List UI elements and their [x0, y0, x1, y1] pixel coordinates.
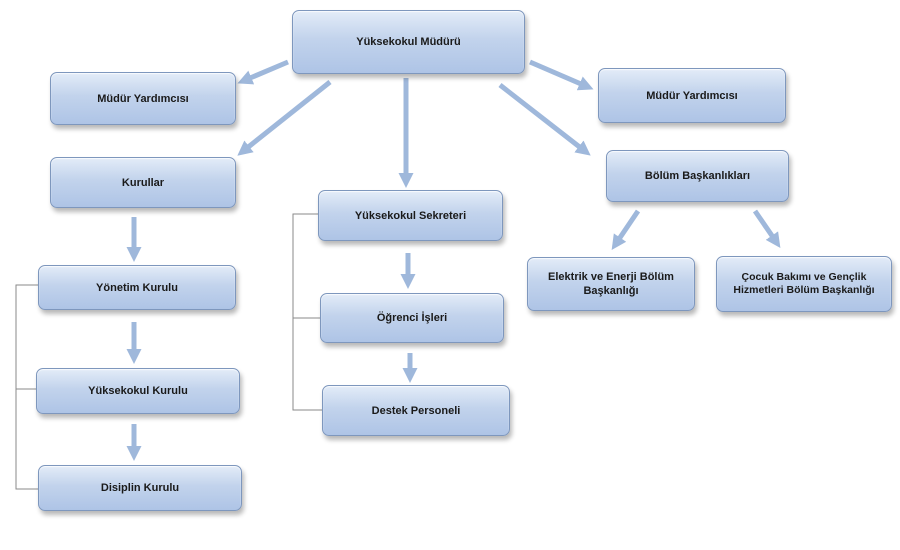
- student-affairs-box: Öğrenci İşleri: [320, 293, 504, 343]
- support-staff-label: Destek Personeli: [371, 404, 461, 417]
- support-staff-box: Destek Personeli: [322, 385, 510, 436]
- arrow-to-boards: [237, 80, 332, 156]
- childcare-dept-label: Çocuk Bakımı ve Gençlik Hizmetleri Bölüm…: [733, 271, 875, 296]
- discipline-board-label: Disiplin Kurulu: [100, 482, 180, 494]
- arrow-to-deputy-right: [529, 59, 594, 91]
- arrow-to-childcare-dept: [752, 209, 781, 248]
- childcare-dept-box: Çocuk Bakımı ve Gençlik Hizmetleri Bölüm…: [716, 256, 892, 312]
- secretary-bracket-line: [292, 213, 322, 411]
- student-affairs-label: Öğrenci İşleri: [376, 312, 448, 324]
- deputy-director-right-label: Müdür Yardımcısı: [646, 89, 738, 102]
- director-label: Yüksekokul Müdürü: [356, 36, 461, 48]
- secretary-box: Yüksekokul Sekreteri: [318, 190, 503, 241]
- department-heads-label: Bölüm Başkanlıkları: [644, 170, 751, 182]
- arrow-to-deputy-left: [237, 59, 289, 85]
- deputy-director-left-label: Müdür Yardımcısı: [97, 92, 189, 105]
- department-heads-box: Bölüm Başkanlıkları: [606, 150, 789, 202]
- management-board-box: Yönetim Kurulu: [38, 265, 236, 310]
- discipline-board-box: Disiplin Kurulu: [38, 465, 242, 511]
- electric-dept-box: Elektrik ve Enerji Bölüm Başkanlığı: [527, 257, 695, 311]
- arrow-to-electric-dept: [611, 209, 641, 250]
- director-box: Yüksekokul Müdürü: [292, 10, 525, 74]
- boards-box: Kurullar: [50, 157, 236, 208]
- boards-label: Kurullar: [121, 176, 165, 189]
- school-board-box: Yüksekokul Kurulu: [36, 368, 240, 414]
- electric-dept-label: Elektrik ve Enerji Bölüm Başkanlığı: [548, 271, 674, 297]
- secretary-label: Yüksekokul Sekreteri: [354, 209, 467, 222]
- deputy-director-left-box: Müdür Yardımcısı: [50, 72, 236, 125]
- arrow-to-department-heads: [498, 83, 591, 156]
- boards-bracket-line: [15, 284, 38, 490]
- management-board-label: Yönetim Kurulu: [96, 281, 178, 294]
- deputy-director-right-box: Müdür Yardımcısı: [598, 68, 786, 123]
- school-board-label: Yüksekokul Kurulu: [88, 385, 188, 397]
